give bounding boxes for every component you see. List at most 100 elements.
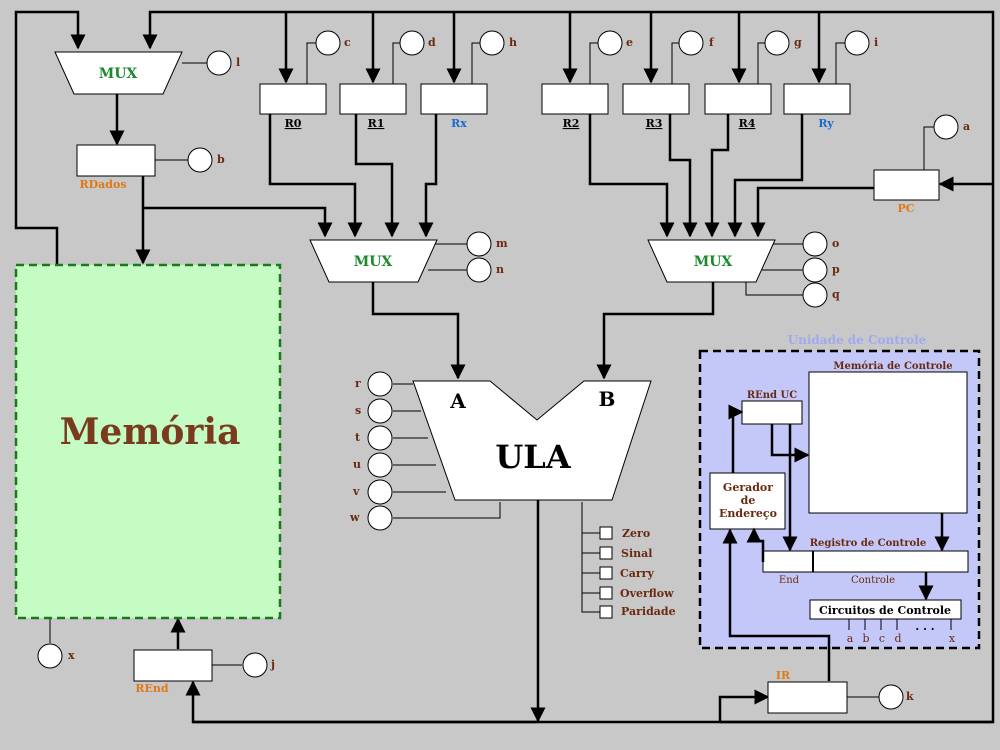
register-r1 bbox=[339, 83, 407, 115]
signal-g-label: g bbox=[794, 36, 802, 49]
signal-b-label: b bbox=[217, 153, 225, 166]
signal-v-circle bbox=[367, 479, 393, 505]
flag-carry-box bbox=[599, 566, 613, 580]
r2-to-mux-b bbox=[588, 114, 675, 238]
signal-m-label: m bbox=[496, 237, 508, 250]
register-r1-label: R1 bbox=[368, 117, 385, 130]
signal-e-label: e bbox=[626, 36, 633, 49]
bus-right-loop bbox=[718, 689, 770, 722]
bus-to-rend bbox=[185, 680, 538, 724]
signal-lines bbox=[49, 42, 934, 698]
mux-top: MUX bbox=[54, 51, 183, 95]
control-unit-wires bbox=[722, 404, 950, 681]
rend-uc-register bbox=[741, 400, 803, 425]
register-r3 bbox=[622, 83, 690, 115]
signal-d-circle bbox=[399, 30, 425, 56]
control-unit-title: Unidade de Controle bbox=[788, 333, 927, 347]
register-pc bbox=[873, 169, 940, 201]
register-rdados bbox=[76, 144, 156, 177]
control-output-b: b bbox=[862, 632, 869, 645]
signal-u-circle bbox=[367, 452, 393, 478]
signal-n-label: n bbox=[496, 263, 504, 276]
mux-a-label: MUX bbox=[354, 254, 393, 270]
signal-n-circle bbox=[466, 257, 492, 283]
signal-q-label: q bbox=[832, 288, 840, 301]
signal-p-label: p bbox=[832, 263, 840, 276]
signal-g-circle bbox=[764, 30, 790, 56]
signal-h-label: h bbox=[509, 36, 517, 49]
pc-to-mux-b bbox=[750, 186, 874, 238]
register-r2 bbox=[541, 83, 609, 115]
register-ry-label: Ry bbox=[818, 117, 834, 130]
control-register-box bbox=[762, 550, 969, 573]
alu: A B ULA bbox=[412, 380, 652, 501]
signal-x-circle bbox=[37, 643, 63, 669]
signal-x-label: x bbox=[68, 649, 75, 662]
signal-v-label: v bbox=[352, 485, 360, 498]
signal-b-circle bbox=[187, 147, 213, 173]
signal-k-circle bbox=[878, 684, 904, 710]
signal-l-circle bbox=[206, 50, 232, 76]
signal-t-circle bbox=[367, 425, 393, 451]
flag-zero-box bbox=[599, 526, 613, 540]
register-r4-label: R4 bbox=[739, 117, 756, 130]
address-generator-line3: Endereço bbox=[719, 507, 777, 520]
flag-paridade-label: Paridade bbox=[621, 605, 676, 618]
signal-k-label: k bbox=[906, 690, 914, 703]
mux-top-label: MUX bbox=[99, 66, 138, 82]
register-rx bbox=[420, 83, 488, 115]
register-r4 bbox=[704, 83, 772, 115]
signal-l-label: l bbox=[236, 56, 240, 69]
signal-c-label: c bbox=[344, 36, 351, 49]
address-generator-line1: Gerador bbox=[723, 481, 773, 494]
signal-circles bbox=[37, 30, 959, 710]
bus-left-loop bbox=[14, 10, 86, 265]
register-r0-label: R0 bbox=[285, 117, 302, 130]
flag-sinal-label: Sinal bbox=[621, 547, 652, 560]
mux-a-to-alu bbox=[371, 282, 466, 380]
mux-b: MUX bbox=[647, 239, 776, 283]
control-circuits-label: Circuitos de Controle bbox=[819, 604, 951, 617]
signal-r-label: r bbox=[355, 377, 361, 390]
control-circuits-box bbox=[809, 599, 962, 620]
alu-input-b-label: B bbox=[599, 387, 616, 411]
control-memory-label: Memória de Controle bbox=[833, 361, 952, 372]
signal-d-label: d bbox=[428, 36, 436, 49]
signal-a-circle bbox=[933, 114, 959, 140]
flag-carry-label: Carry bbox=[620, 567, 654, 580]
flag-zero-label: Zero bbox=[622, 527, 650, 540]
signal-w-label: w bbox=[349, 511, 360, 524]
address-generator-line2: de bbox=[741, 494, 756, 507]
signal-f-label: f bbox=[709, 36, 715, 49]
main-wires bbox=[14, 10, 995, 724]
alu-label: ULA bbox=[495, 438, 571, 476]
control-output-ellipsis: . . . bbox=[915, 620, 934, 633]
mux-b-to-alu bbox=[596, 282, 715, 380]
signal-s-circle bbox=[367, 398, 393, 424]
memory-block bbox=[14, 263, 282, 620]
control-output-c: c bbox=[879, 632, 885, 645]
signal-i-label: i bbox=[874, 36, 878, 49]
signal-t-label: t bbox=[355, 431, 361, 444]
signal-s-label: s bbox=[355, 404, 361, 417]
signal-o-circle bbox=[802, 231, 828, 257]
control-unit: Unidade de Controle Memória de Controle … bbox=[698, 333, 981, 681]
signal-p-circle bbox=[802, 257, 828, 283]
signal-m-circle bbox=[466, 231, 492, 257]
control-output-x: x bbox=[949, 632, 956, 645]
controle-field-label: Controle bbox=[851, 575, 895, 586]
register-r3-label: R3 bbox=[646, 117, 663, 130]
mux-a: MUX bbox=[309, 239, 438, 283]
r1-to-mux-a bbox=[354, 114, 400, 238]
signal-e-circle bbox=[597, 30, 623, 56]
register-ir-label: IR bbox=[776, 669, 791, 682]
signal-q-circle bbox=[802, 282, 828, 308]
register-rend bbox=[133, 649, 213, 682]
flag-overflow-label: Overflow bbox=[620, 587, 674, 600]
mux-b-label: MUX bbox=[694, 254, 733, 270]
memory-label: Memória bbox=[60, 411, 241, 453]
register-pc-label: PC bbox=[897, 202, 914, 215]
control-output-ticks bbox=[848, 619, 952, 630]
